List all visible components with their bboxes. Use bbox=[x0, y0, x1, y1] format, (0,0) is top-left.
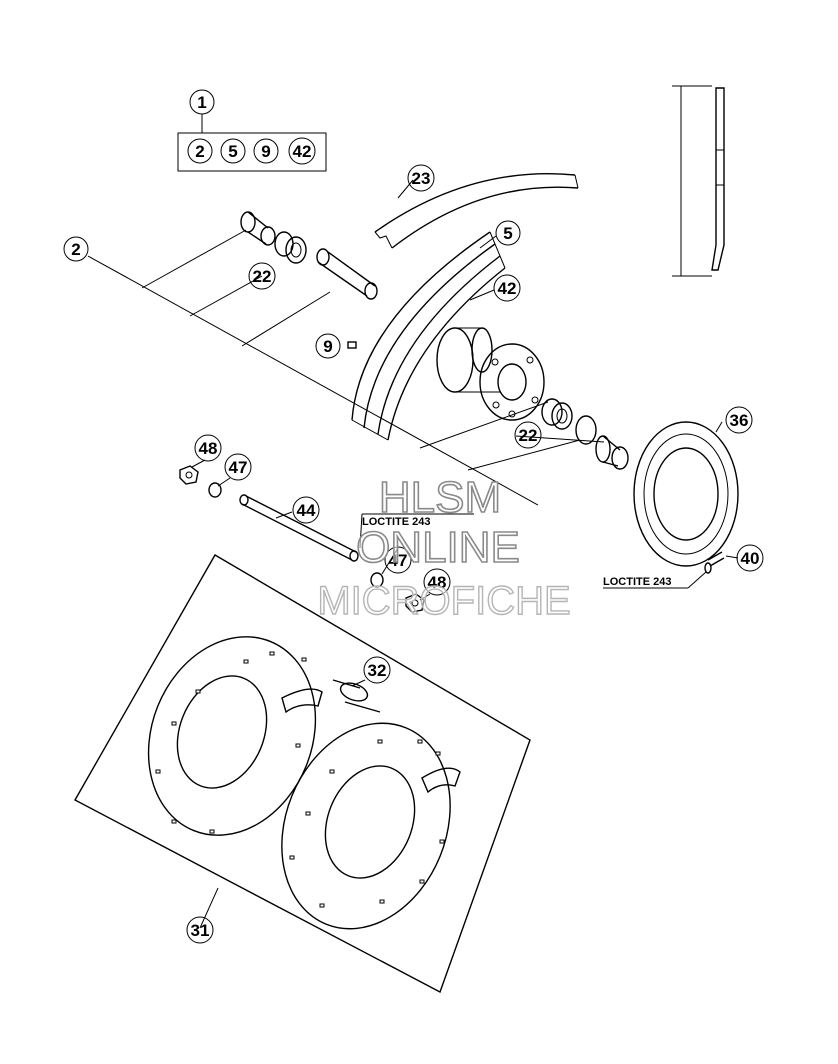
callout-22-top: 22 bbox=[248, 262, 276, 290]
callout-2-kit: 2 bbox=[187, 138, 213, 164]
callout-22-bottom: 22 bbox=[514, 421, 542, 449]
callout-9: 9 bbox=[315, 333, 341, 359]
callout-5: 5 bbox=[495, 220, 521, 246]
right-bearing bbox=[541, 398, 573, 430]
rim-tape bbox=[374, 173, 579, 249]
disc-screw bbox=[704, 551, 725, 574]
axle-nut-right bbox=[405, 593, 425, 613]
callout-1: 1 bbox=[189, 89, 215, 115]
svg-text:40: 40 bbox=[741, 549, 760, 568]
callout-23: 23 bbox=[407, 164, 435, 192]
axle bbox=[239, 494, 359, 562]
svg-text:47: 47 bbox=[389, 551, 408, 570]
svg-text:47: 47 bbox=[229, 458, 248, 477]
rim bbox=[351, 231, 506, 441]
spoke-gauge bbox=[672, 85, 725, 277]
gasket-holes bbox=[155, 651, 445, 908]
callout-47-right: 47 bbox=[384, 546, 412, 574]
small-screw bbox=[347, 341, 357, 349]
watermark-line-3: MICROFICHE bbox=[317, 579, 570, 623]
callout-31: 31 bbox=[186, 916, 214, 944]
callout-42: 42 bbox=[493, 274, 521, 302]
svg-text:42: 42 bbox=[293, 142, 312, 161]
svg-text:32: 32 bbox=[368, 661, 387, 680]
callout-9-kit: 9 bbox=[253, 138, 279, 164]
watermark: HLSM ONLINE MICROFICHE bbox=[317, 472, 572, 624]
svg-text:44: 44 bbox=[297, 501, 316, 520]
callout-2: 2 bbox=[63, 236, 89, 262]
right-seal bbox=[575, 415, 597, 445]
svg-text:9: 9 bbox=[261, 142, 270, 161]
callout-36: 36 bbox=[725, 406, 753, 434]
svg-text:22: 22 bbox=[253, 267, 272, 286]
svg-text:48: 48 bbox=[199, 439, 218, 458]
svg-text:31: 31 bbox=[191, 921, 210, 940]
axle-nut-left bbox=[179, 465, 199, 485]
svg-text:5: 5 bbox=[503, 224, 512, 243]
svg-text:1: 1 bbox=[197, 93, 206, 112]
brake-disc bbox=[633, 421, 739, 567]
callout-48-right: 48 bbox=[423, 568, 451, 596]
leader-lines bbox=[87, 179, 739, 929]
loctite-label-disc: LOCTITE 243 bbox=[603, 576, 671, 588]
cable-tie bbox=[332, 679, 381, 713]
svg-text:2: 2 bbox=[71, 240, 80, 259]
axle-washer-right bbox=[370, 572, 384, 588]
callout-32: 32 bbox=[363, 656, 391, 684]
callout-47-left: 47 bbox=[224, 453, 252, 481]
svg-text:42: 42 bbox=[498, 279, 517, 298]
svg-text:5: 5 bbox=[228, 142, 237, 161]
callout-48-left: 48 bbox=[194, 434, 222, 462]
callout-40: 40 bbox=[736, 544, 764, 572]
callout-42-kit: 42 bbox=[288, 137, 316, 165]
callouts: 1 2 5 9 42 2 22 23 5 42 9 22 36 48 47 44… bbox=[63, 89, 764, 944]
watermark-line-2: ONLINE bbox=[356, 523, 520, 572]
disc-gasket-sheet bbox=[74, 554, 531, 993]
distance-sleeve bbox=[316, 248, 378, 300]
svg-text:2: 2 bbox=[195, 142, 204, 161]
callout-5-kit: 5 bbox=[220, 138, 246, 164]
svg-text:9: 9 bbox=[323, 337, 332, 356]
watermark-line-1: HLSM bbox=[379, 473, 501, 522]
hub bbox=[436, 327, 545, 421]
svg-text:36: 36 bbox=[730, 411, 749, 430]
right-spacer bbox=[595, 435, 629, 470]
left-spacer bbox=[240, 211, 276, 246]
left-bearing bbox=[274, 231, 307, 264]
loctite-label-axle: LOCTITE 243 bbox=[362, 516, 430, 528]
svg-text:48: 48 bbox=[428, 573, 447, 592]
kit-group bbox=[177, 114, 327, 172]
svg-text:22: 22 bbox=[519, 426, 538, 445]
callout-44: 44 bbox=[292, 496, 320, 524]
svg-text:23: 23 bbox=[412, 169, 431, 188]
axle-washer-left bbox=[208, 482, 222, 498]
